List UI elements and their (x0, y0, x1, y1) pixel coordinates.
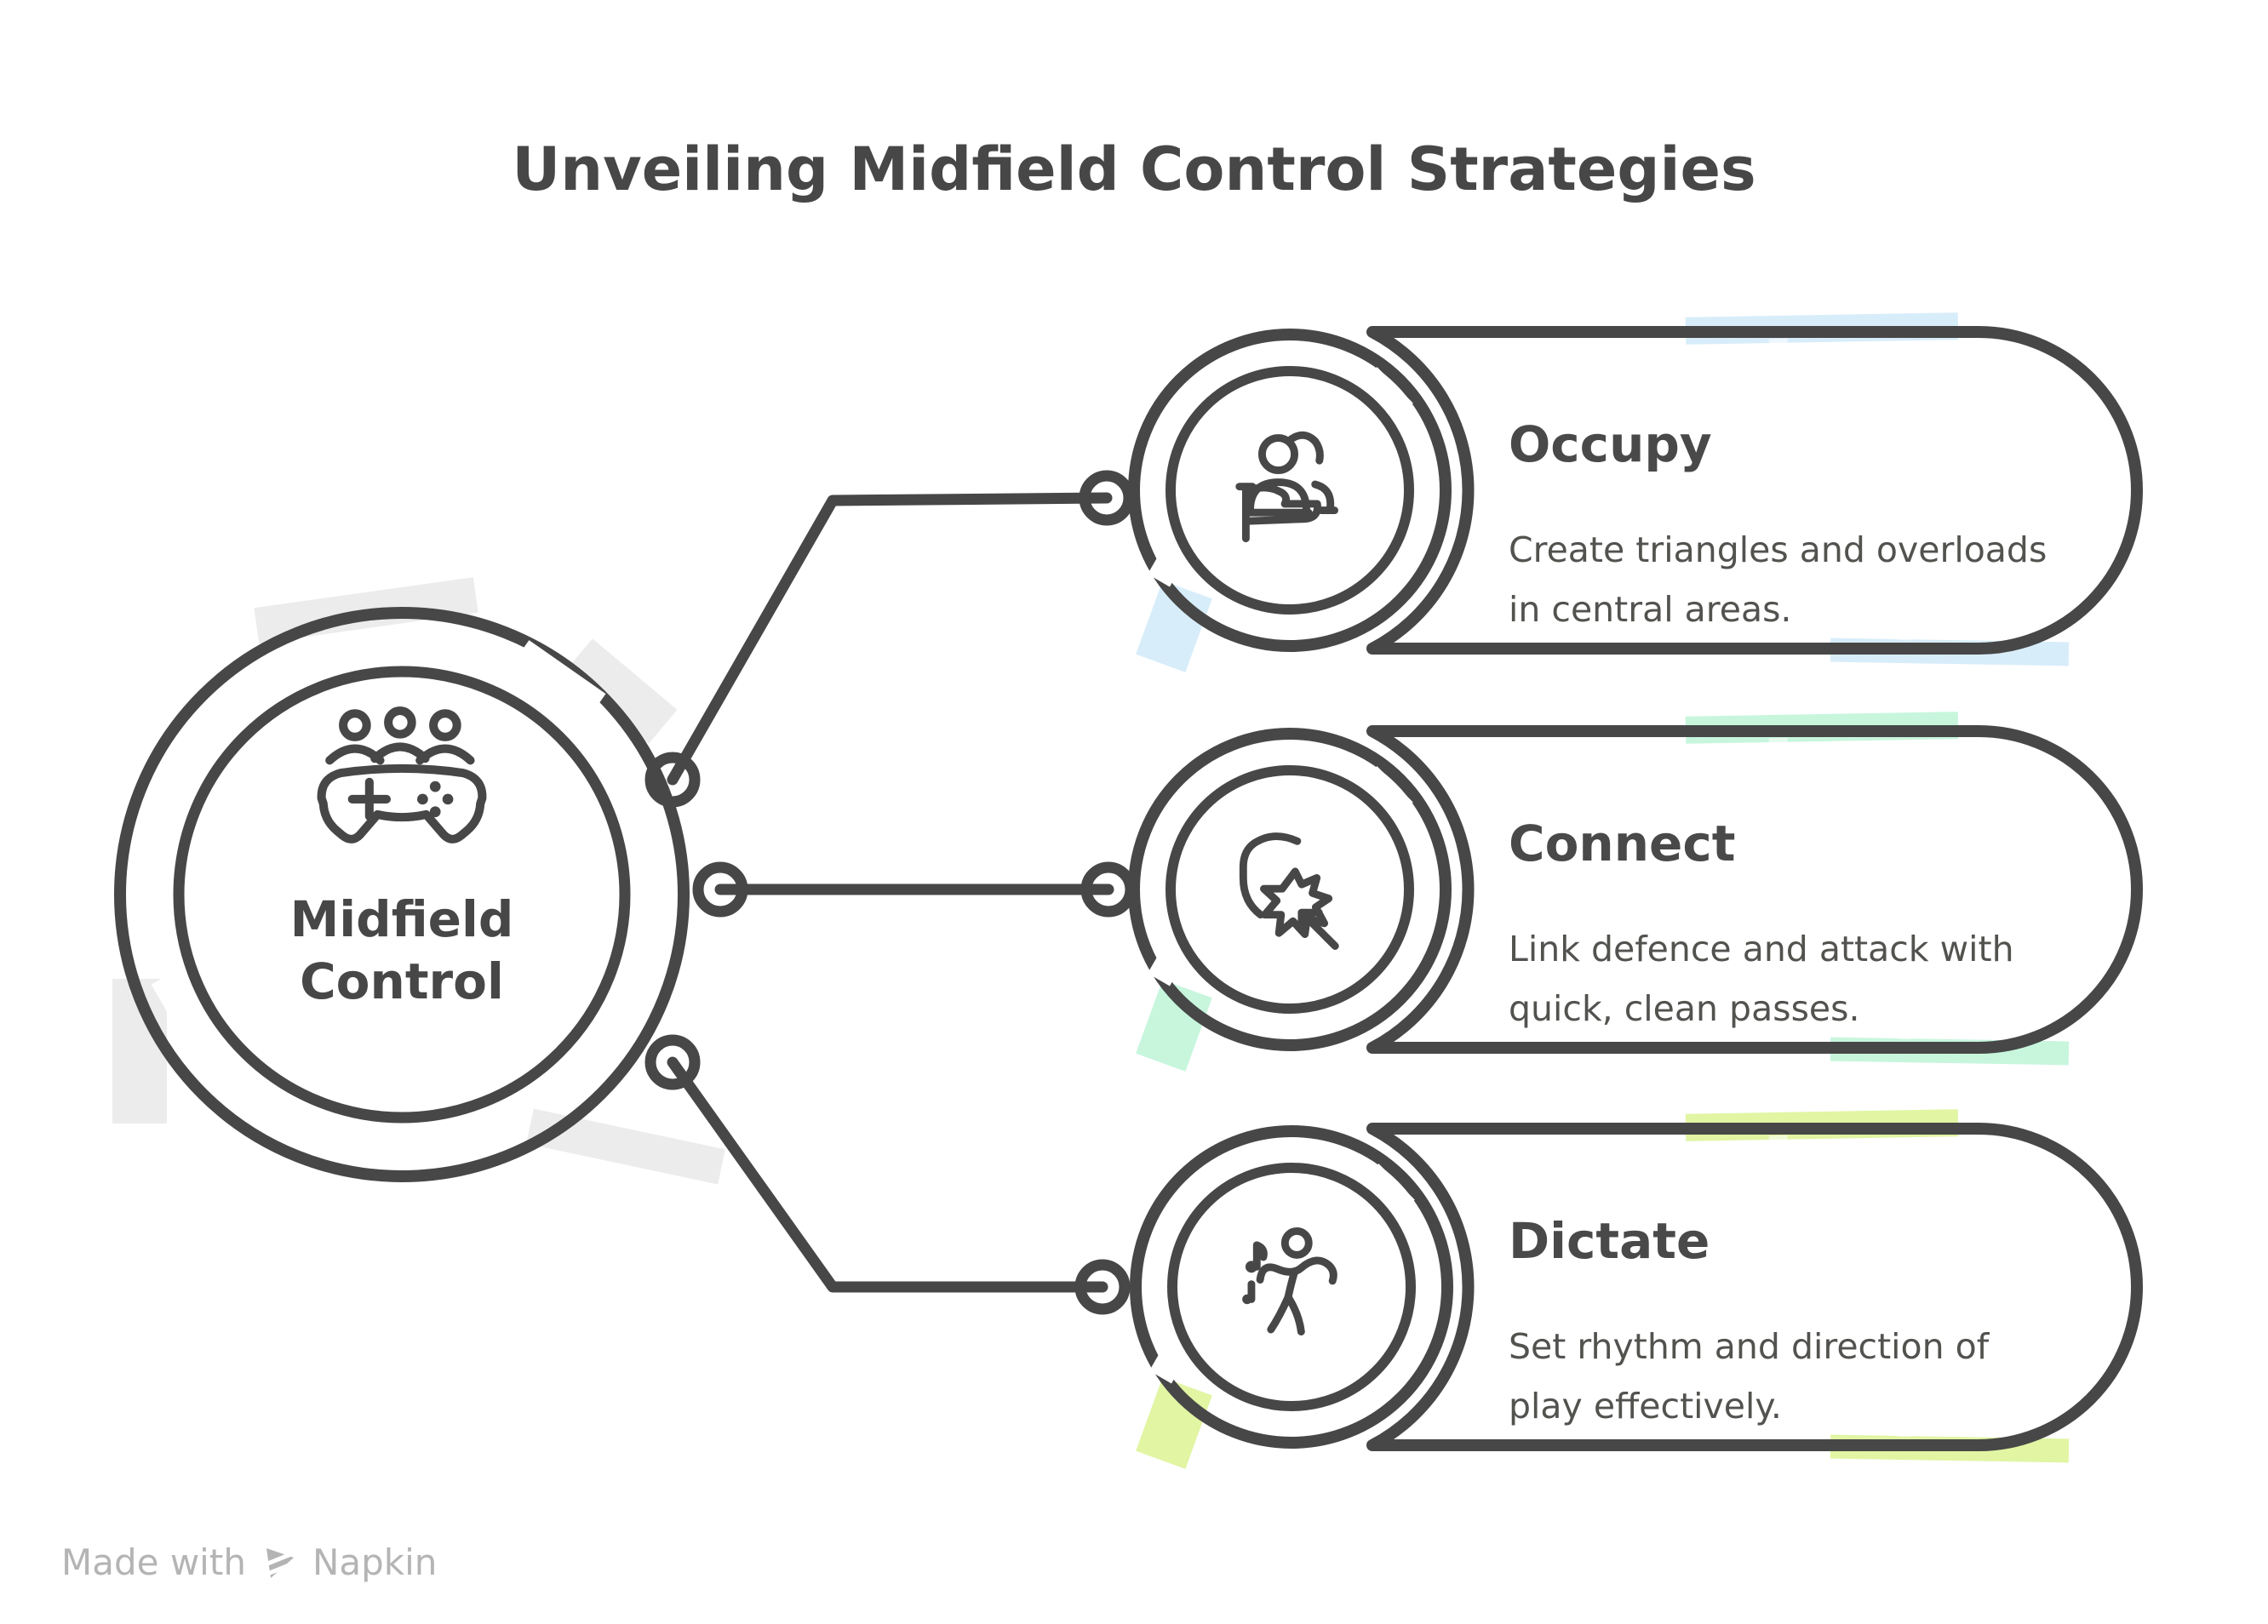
hub-inner-circle (173, 666, 631, 1124)
sketch-texture (151, 967, 224, 1059)
sketch-texture (1572, 737, 1973, 1040)
card-body (1366, 725, 2143, 1054)
card-description-occupy: Create triangles and overloads in centra… (1509, 529, 2048, 630)
connector-dot (644, 1034, 701, 1090)
watermark-made-with: Made with (61, 1541, 246, 1583)
card-description-dictate: Set rhythm and direction of play effecti… (1509, 1326, 1990, 1427)
sketch-texture (509, 640, 606, 722)
card-dictate (1130, 1109, 2143, 1469)
hub-node (112, 577, 725, 1185)
hub-label: Midfield Control (289, 890, 514, 1011)
sketch-texture (1359, 766, 1413, 821)
sketch-texture (1359, 367, 1413, 421)
dancer-music-icon (1242, 1227, 1337, 1335)
users-flag-icon (1235, 431, 1338, 543)
card-body (1366, 1123, 2143, 1451)
sketch-texture (1136, 980, 1212, 1072)
card-connect (1128, 712, 2143, 1072)
connector-occupy (644, 470, 1135, 808)
page-title: Unveiling Midfield Control Strategies (512, 134, 1756, 204)
card-ring-inner (1166, 366, 1414, 615)
shield-click-icon (1239, 832, 1339, 950)
card-description-connect: Link defence and attack with quick, clea… (1509, 929, 2014, 1029)
card-occupy (1128, 312, 2143, 672)
sketch-texture (564, 638, 678, 744)
connector-dot (644, 752, 701, 808)
card-title-occupy: Occupy (1509, 415, 1712, 473)
sketch-texture (604, 924, 673, 1018)
controller-people-icon (317, 706, 487, 843)
card-ring-outer (1128, 728, 1452, 1051)
napkin-logo-icon (260, 1547, 299, 1578)
card-body (1366, 326, 2143, 655)
connector-dictate (644, 1034, 1131, 1315)
sketch-texture (1136, 580, 1212, 672)
sketch-texture (1572, 1135, 1973, 1438)
sketch-texture (526, 1108, 725, 1185)
card-ring-outer (1128, 329, 1452, 652)
sketch-texture (1360, 1164, 1415, 1218)
connector-dot (692, 861, 748, 918)
card-ring-outer (1130, 1125, 1453, 1449)
connector-connect (692, 861, 1137, 918)
connector-dot (1074, 1259, 1131, 1315)
watermark-brand: Napkin (312, 1541, 438, 1583)
sketch-texture (1572, 338, 1973, 641)
card-ring-inner (1166, 765, 1414, 1014)
card-ring-inner (1167, 1163, 1416, 1411)
watermark: Made with Napkin (61, 1541, 437, 1583)
card-title-dictate: Dictate (1509, 1212, 1710, 1270)
hub-outer-ring (114, 607, 690, 1182)
card-title-connect: Connect (1509, 815, 1736, 872)
